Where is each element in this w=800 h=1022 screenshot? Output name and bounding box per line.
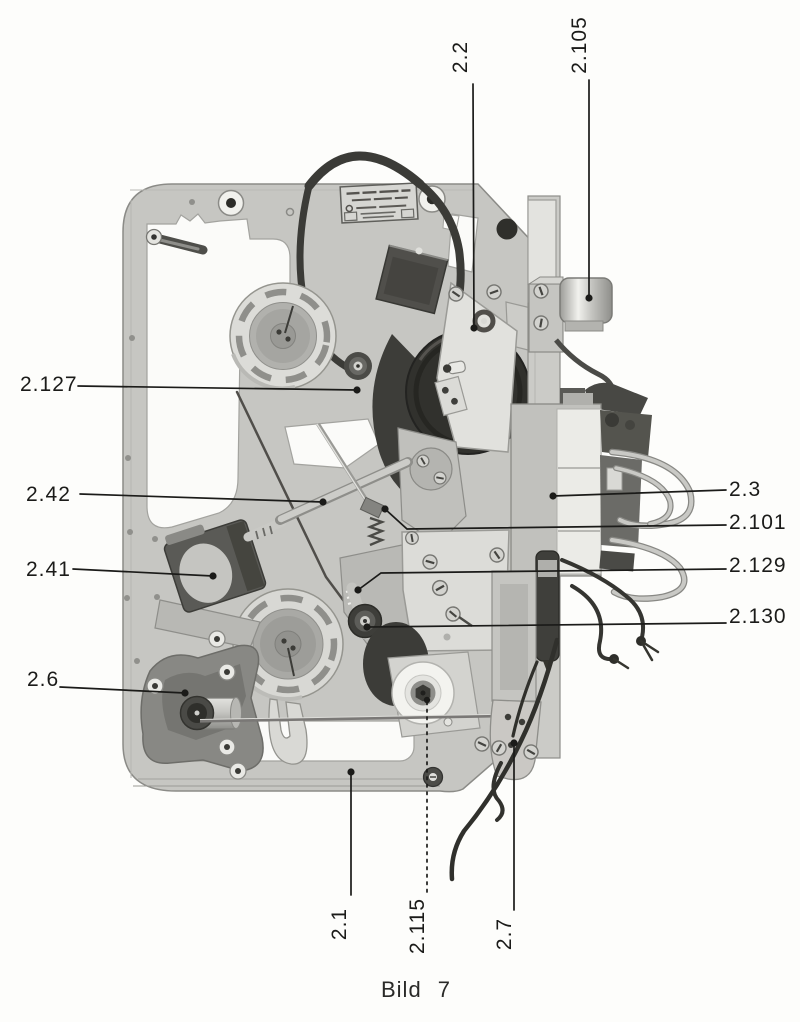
callout-2-42: 2.42 [26, 483, 71, 506]
callout-2-6: 2.6 [27, 668, 60, 691]
leader-lines [59, 79, 727, 911]
motor-block [510, 382, 652, 577]
tie-rod [199, 713, 549, 723]
callout-2-127: 2.127 [20, 373, 78, 396]
right-assembly [449, 195, 695, 882]
callout-2-129: 2.129 [729, 554, 787, 577]
head-block [375, 244, 449, 315]
callout-2-130: 2.130 [729, 605, 787, 628]
damper [535, 550, 560, 674]
cam-bracket [397, 360, 468, 545]
solenoid-2-41 [154, 517, 287, 649]
type-label-plate [339, 182, 419, 224]
callout-2-3: 2.3 [729, 478, 762, 501]
upper-reel [229, 282, 337, 391]
upper-idler-wheel [344, 352, 372, 380]
loose-wires [449, 637, 560, 882]
callout-2-101: 2.101 [729, 511, 787, 534]
cable-clamp-2-105 [559, 277, 613, 332]
figure-caption: Bild 7 [381, 977, 452, 1002]
u-clamp [268, 698, 308, 765]
bottom-screws [422, 717, 493, 788]
top-left-lever [145, 228, 208, 255]
callout-2-41: 2.41 [26, 558, 71, 581]
lever-2-42 [275, 422, 413, 547]
lower-reel [232, 588, 344, 701]
